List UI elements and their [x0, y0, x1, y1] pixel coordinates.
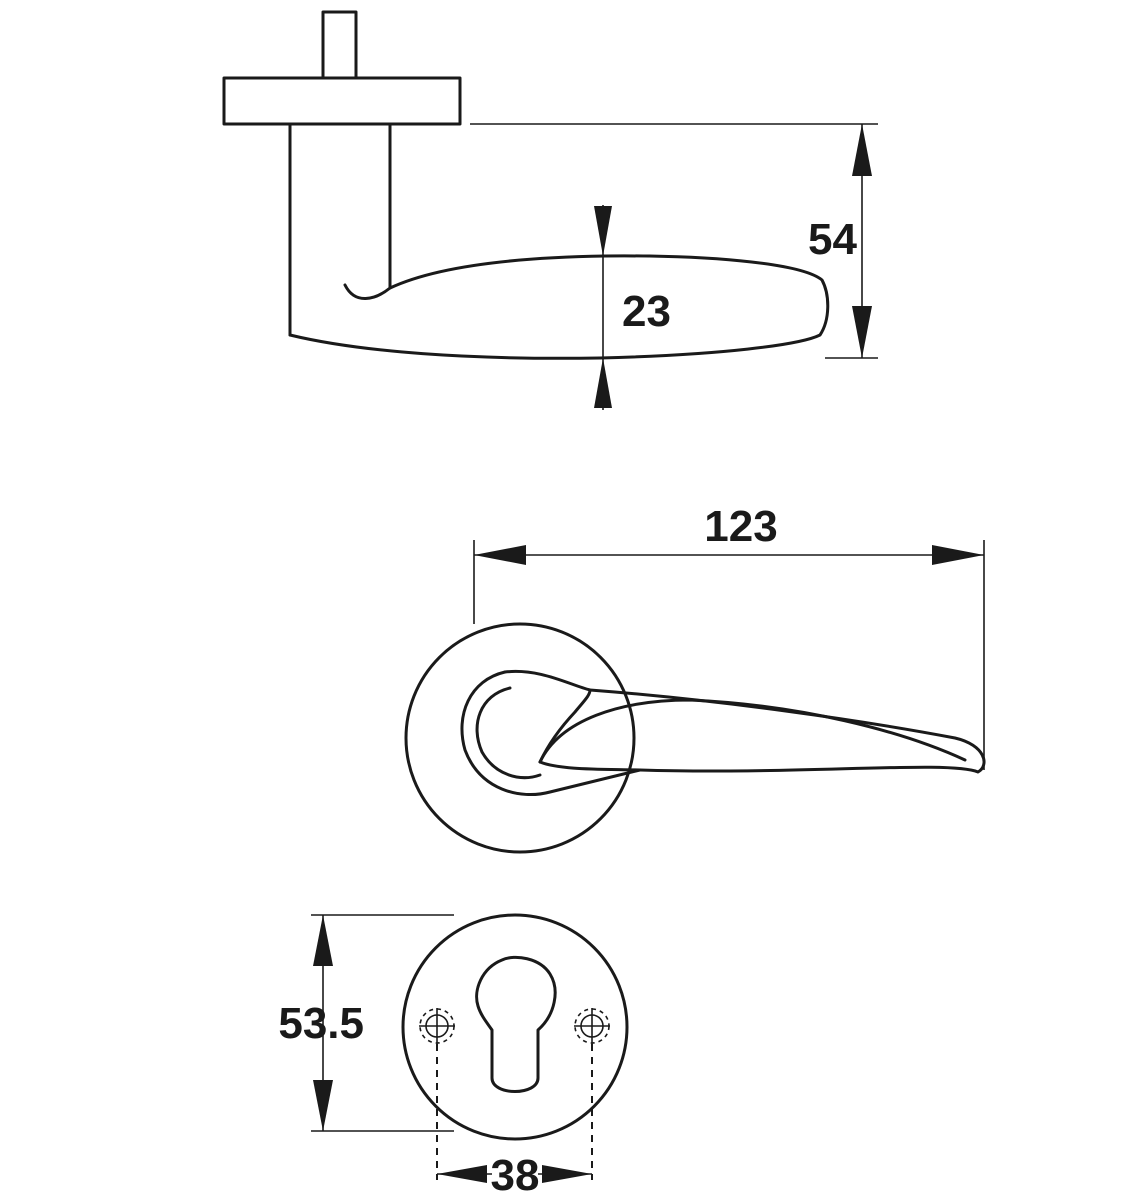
arrow-left — [437, 1165, 487, 1183]
arrow-up — [852, 124, 872, 176]
dimension-lever-length: 123 — [473, 502, 985, 770]
spindle — [321, 10, 358, 80]
dimension-label-53-5: 53.5 — [278, 999, 364, 1048]
rose-outer — [404, 622, 636, 854]
dimension-label-54: 54 — [808, 215, 857, 264]
lever-blade-side — [288, 254, 830, 360]
arrow-up — [313, 915, 333, 966]
arrow-left — [474, 545, 526, 565]
dimension-side-height: 54 — [470, 123, 878, 359]
dimension-label-23: 23 — [622, 287, 671, 336]
lever-boss-curl — [538, 688, 592, 764]
dimension-label-123: 123 — [704, 502, 777, 551]
lever-boss — [460, 670, 642, 797]
escutcheon-outer — [401, 913, 629, 1141]
dimension-escutcheon-height: 53.5 — [278, 914, 454, 1132]
rose-plate — [222, 76, 462, 126]
arrow-down — [852, 306, 872, 358]
lever-blade-edge — [538, 698, 967, 764]
escutcheon-view — [401, 913, 629, 1180]
arrow-up — [594, 358, 612, 408]
arrow-right — [542, 1165, 592, 1183]
front-view — [404, 622, 986, 854]
profile-cylinder-cutout — [475, 955, 557, 1093]
lever-blade-front — [503, 669, 986, 774]
dimension-fixing-centres: 38 — [437, 1151, 592, 1200]
screw-hole-right — [574, 1008, 610, 1044]
arrow-right — [932, 545, 984, 565]
lever-neck — [288, 122, 392, 337]
dimension-label-38: 38 — [491, 1151, 540, 1200]
lever-boss-inner — [475, 686, 542, 780]
side-view — [222, 10, 830, 360]
arrow-down — [594, 206, 612, 256]
dimension-lever-thickness: 23 — [594, 205, 671, 410]
arrow-down — [313, 1080, 333, 1131]
screw-hole-left — [419, 1008, 455, 1044]
